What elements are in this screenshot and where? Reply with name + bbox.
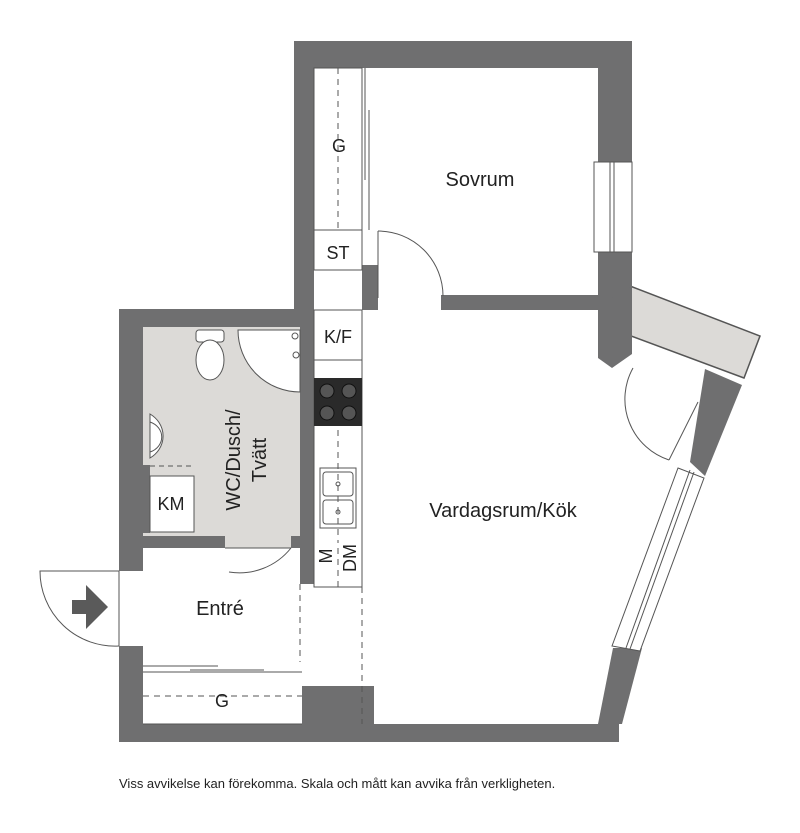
shower-icon <box>237 329 301 393</box>
kitchen-counter <box>313 309 363 724</box>
wc-label-line2: Tvätt <box>249 437 271 482</box>
washing-machine <box>149 475 195 533</box>
bathroom-door <box>225 547 292 574</box>
dishwasher-label: DM <box>340 544 360 572</box>
wardrobe-bedroom-label: G <box>332 136 346 156</box>
kitchen-sink-icon <box>319 467 357 529</box>
bedroom-window <box>593 161 633 253</box>
sovrum-label: Sovrum <box>446 169 515 191</box>
bedroom-door <box>377 230 444 298</box>
storage-label: ST <box>326 243 349 263</box>
entrance-arrow-icon <box>72 585 108 629</box>
balcony <box>629 284 761 379</box>
stove-icon <box>314 378 362 426</box>
wc-label: WC/Dusch/ Tvätt <box>223 409 271 511</box>
balcony-door <box>624 367 699 461</box>
entrance-wardrobe <box>143 665 302 725</box>
wardrobe-entrance-label: G <box>215 691 229 711</box>
entrance-door <box>39 570 120 647</box>
toilet-icon <box>195 329 225 381</box>
fridge-freezer-label: K/F <box>324 327 352 347</box>
washing-machine-label: KM <box>158 494 185 514</box>
dashed-boundaries <box>143 584 302 697</box>
walls <box>119 41 742 742</box>
living-window <box>611 467 705 652</box>
wc-label-line1: WC/Dusch/ <box>223 409 245 511</box>
disclaimer-text: Viss avvikelse kan förekomma. Skala och … <box>119 776 556 791</box>
vardagsrum-kok-label: Vardagsrum/Kök <box>429 500 577 522</box>
entre-label: Entré <box>196 598 244 620</box>
microwave-label: M <box>316 549 336 564</box>
sink-icon <box>149 413 164 459</box>
bedroom-wardrobe <box>313 67 370 271</box>
